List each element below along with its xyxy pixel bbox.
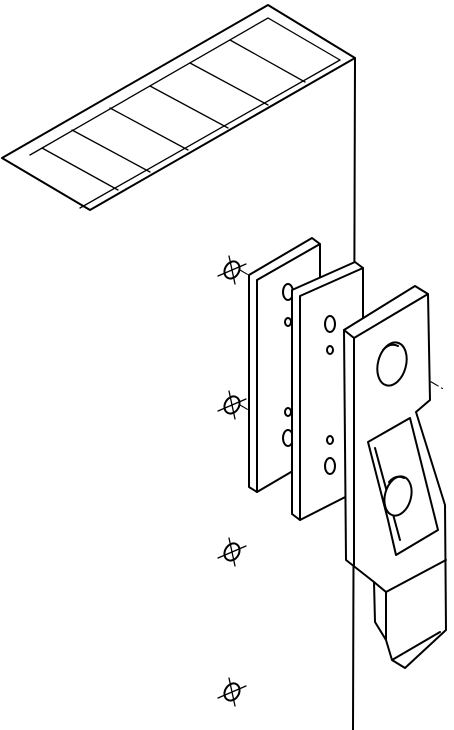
cabinet-panel	[1, 4, 356, 730]
screw-hole-marker	[217, 677, 247, 707]
screw-hole-marker	[217, 537, 247, 567]
hanger-bracket	[343, 285, 447, 669]
screw-hole-marker	[217, 390, 247, 420]
screw-hole-markers	[217, 255, 247, 707]
screw-hole-marker	[217, 255, 247, 285]
panel-top-slats	[41, 39, 306, 191]
